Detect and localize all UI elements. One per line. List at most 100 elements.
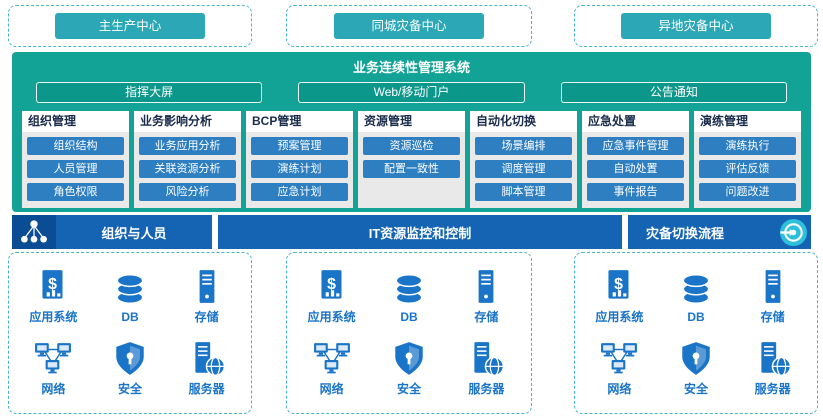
it-monitor-control-bar: IT资源监控和控制 — [218, 215, 622, 249]
portal-command-screen: 指挥大屏 — [36, 82, 263, 103]
infra-item: 网络 — [15, 333, 92, 405]
module-item-button: 演练执行 — [699, 137, 796, 155]
database-icon — [390, 271, 428, 307]
infra-item-label: 存储 — [760, 310, 785, 324]
infra-item-label: 网络 — [319, 382, 344, 396]
module-title: 应急处置 — [582, 111, 689, 132]
infra-item-label: 服务器 — [754, 382, 791, 396]
org-icon-box — [12, 215, 56, 249]
module-column: 自动化切换 场景编排调度管理脚本管理 — [470, 111, 577, 208]
org-people-bar: 组织与人员 — [12, 215, 212, 249]
module-item-button: 预案管理 — [251, 137, 348, 155]
infra-item: 存储 — [734, 261, 811, 333]
module-title: 组织管理 — [22, 111, 129, 132]
infra-grid: 应用系统 DB 存储 网络 安全 服务器 — [575, 253, 817, 413]
security-icon — [390, 341, 428, 377]
app-system-icon — [600, 269, 638, 305]
module-column: 组织管理 组织结构人员管理角色权限 — [22, 111, 129, 208]
infra-item: 应用系统 — [581, 261, 658, 333]
infra-item-label: 存储 — [194, 310, 219, 324]
module-body: 资源巡检配置一致性 — [358, 132, 465, 208]
it-monitor-control-label: IT资源监控和控制 — [368, 225, 472, 241]
infra-item: 安全 — [92, 333, 169, 405]
database-icon — [111, 271, 149, 307]
module-column: 业务影响分析 业务应用分析关联资源分析风险分析 — [134, 111, 241, 208]
remote-dr-center-box: 异地灾备中心 — [574, 5, 818, 47]
infra-item-label: 存储 — [474, 310, 499, 324]
infra-item: 安全 — [370, 333, 447, 405]
main-center-infra-box: 应用系统 DB 存储 网络 安全 服务器 — [8, 252, 252, 414]
infra-item-label: DB — [121, 309, 139, 324]
infra-item: 存储 — [448, 261, 525, 333]
security-icon — [111, 341, 149, 377]
module-item-button: 配置一致性 — [363, 160, 460, 178]
security-icon — [677, 341, 715, 377]
module-body: 应急事件管理自动处置事件报告 — [582, 132, 689, 208]
module-column: 应急处置 应急事件管理自动处置事件报告 — [582, 111, 689, 208]
storage-icon — [754, 269, 792, 305]
infra-item-label: DB — [687, 309, 705, 324]
server-icon — [754, 341, 792, 377]
infra-item-label: 安全 — [683, 382, 708, 396]
infra-item: 存储 — [168, 261, 245, 333]
org-chart-icon — [18, 218, 50, 246]
module-item-button: 风险分析 — [139, 183, 236, 201]
module-item-button: 自动处置 — [587, 160, 684, 178]
module-item-button: 资源巡检 — [363, 137, 460, 155]
module-body: 场景编排调度管理脚本管理 — [470, 132, 577, 208]
database-icon — [677, 271, 715, 307]
module-item-button: 事件报告 — [587, 183, 684, 201]
module-item-button: 应急事件管理 — [587, 137, 684, 155]
module-item-button: 人员管理 — [27, 160, 124, 178]
infra-item: 网络 — [293, 333, 370, 405]
infra-item: DB — [92, 261, 169, 333]
bcm-platform-panel: 业务连续性管理系统 指挥大屏 Web/移动门户 公告通知 组织管理 组织结构人员… — [12, 52, 811, 212]
module-item-button: 脚本管理 — [475, 183, 572, 201]
infra-item-label: 应用系统 — [29, 310, 78, 324]
module-title: 自动化切换 — [470, 111, 577, 132]
app-system-icon — [34, 269, 72, 305]
infra-item: 服务器 — [734, 333, 811, 405]
dr-switch-flow-label: 灾备切换流程 — [646, 225, 725, 241]
module-item-button: 角色权限 — [27, 183, 124, 201]
network-icon — [313, 341, 351, 377]
server-icon — [467, 341, 505, 377]
infra-item-label: 应用系统 — [307, 310, 356, 324]
module-title: 业务影响分析 — [134, 111, 241, 132]
main-production-center-label: 主生产中心 — [55, 13, 205, 39]
module-item-button: 评估反馈 — [699, 160, 796, 178]
infra-item-label: DB — [400, 309, 418, 324]
module-item-button: 调度管理 — [475, 160, 572, 178]
module-item-button: 应急计划 — [251, 183, 348, 201]
infra-item: DB — [370, 261, 447, 333]
infra-grid: 应用系统 DB 存储 网络 安全 服务器 — [9, 253, 251, 413]
local-dr-infra-box: 应用系统 DB 存储 网络 安全 服务器 — [286, 252, 532, 414]
portal-announcement: 公告通知 — [560, 82, 787, 103]
portal-web-mobile: Web/移动门户 — [298, 82, 525, 103]
org-people-label: 组织与人员 — [101, 225, 167, 241]
module-body: 预案管理演练计划应急计划 — [246, 132, 353, 208]
app-system-icon — [313, 269, 351, 305]
network-icon — [34, 341, 72, 377]
module-title: BCP管理 — [246, 111, 353, 132]
infra-item-label: 应用系统 — [595, 310, 644, 324]
module-column: BCP管理 预案管理演练计划应急计划 — [246, 111, 353, 208]
module-item-button: 问题改进 — [699, 183, 796, 201]
storage-icon — [467, 269, 505, 305]
module-column: 演练管理 演练执行评估反馈问题改进 — [694, 111, 801, 208]
module-item-button: 关联资源分析 — [139, 160, 236, 178]
infra-item: 应用系统 — [15, 261, 92, 333]
portals-row: 指挥大屏 Web/移动门户 公告通知 — [12, 76, 811, 103]
platform-title: 业务连续性管理系统 — [352, 60, 470, 75]
infra-item: 服务器 — [448, 333, 525, 405]
storage-icon — [188, 269, 226, 305]
module-column: 资源管理 资源巡检配置一致性 — [358, 111, 465, 208]
module-body: 业务应用分析关联资源分析风险分析 — [134, 132, 241, 208]
infra-item: 安全 — [658, 333, 735, 405]
target-arrow-icon — [779, 218, 808, 247]
dr-switch-flow-bar: 灾备切换流程 — [628, 215, 811, 249]
main-production-center-box: 主生产中心 — [8, 5, 252, 47]
infra-item: 应用系统 — [293, 261, 370, 333]
remote-dr-center-label: 异地灾备中心 — [621, 13, 771, 39]
infra-item-label: 安全 — [117, 382, 142, 396]
